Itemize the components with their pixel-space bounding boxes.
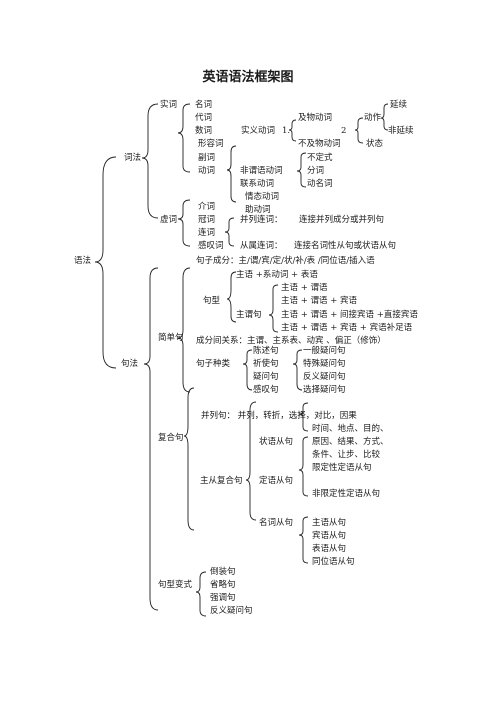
chengfen-guanxi: 成分间关系：主谓、主系表、动宾 、偏正（修饰）: [196, 336, 386, 346]
brace-lianci: [224, 217, 235, 247]
yanxu: 延续: [390, 100, 408, 110]
brace-root: [94, 156, 117, 369]
feiwei-item: 分词: [307, 166, 325, 176]
shici-item: 代词: [195, 113, 213, 123]
yiwen-item: 反义疑问句: [303, 372, 346, 382]
juzi-type: 感叹句: [253, 385, 279, 395]
juzi-type: 疑问句: [253, 372, 279, 382]
brace-shici: [177, 103, 191, 173]
node-xuci: 虚词: [160, 215, 178, 225]
node-jiandan: 简单句: [158, 333, 184, 343]
num-2: 2: [341, 126, 347, 136]
mingci-item: 主语从句: [312, 518, 347, 528]
brace-cifa: [141, 103, 159, 219]
congshu-lianci: 从属连词：: [240, 241, 283, 251]
yiwen-item: 特殊疑问句: [303, 359, 346, 369]
node-zhuangyu: 状语从句: [259, 437, 294, 447]
zhuwei-item: 主语 + 谓语: [281, 283, 328, 293]
zhuwei-item: 主语 + 谓语 + 宾语 + 宾语补足语: [281, 323, 413, 333]
brace-dongci: [226, 145, 237, 203]
zhuangtai: 状态: [366, 139, 384, 149]
brace-zhuwei: [268, 284, 279, 333]
node-dingyu: 定语从句: [259, 476, 294, 486]
node-feiwei: 非谓语动词: [240, 166, 283, 176]
brace-juxing: [226, 271, 237, 323]
brace-wuji: [354, 117, 364, 144]
mingci-item: 宾语从句: [312, 531, 347, 541]
lianxi-dongci: 联系动词: [240, 179, 275, 189]
shici-item: 数词: [195, 126, 213, 136]
brace-mingci: [298, 516, 309, 564]
xuci-item: 连词: [198, 228, 216, 238]
zhuangyu-item: 时间、地点、目的、: [312, 424, 389, 434]
node-mingci: 名词从句: [259, 518, 294, 528]
feiwei-item: 动名词: [307, 179, 333, 189]
binglieju: 并列句： 并列，转折，选择，对比，因果: [201, 411, 357, 421]
mingci-item: 表语从句: [312, 544, 347, 554]
zhuwei-item: 主语 + 谓语 + 宾语: [281, 296, 358, 306]
juzi-chengfen: 句子成分：主/谓/宾/定/状/补/表 /同位语/插入语: [196, 256, 375, 266]
xuci-item: 感叹词: [198, 241, 224, 251]
feiwei-item: 不定式: [307, 153, 333, 163]
brace-dongzuo: [380, 103, 389, 131]
brace-bianshi: [195, 571, 207, 617]
bianshi-item: 强调句: [210, 593, 236, 603]
brace-xuci: [177, 199, 191, 247]
brace-dingyu: [298, 436, 309, 497]
num-1: 1.: [282, 126, 291, 136]
binglie-lianci: 并列连词：: [240, 215, 283, 225]
node-jufa: 句法: [121, 359, 139, 369]
xuci-item: 冠词: [198, 215, 216, 225]
dongzuo: 动作: [364, 113, 382, 123]
brace-yiwen: [292, 349, 303, 391]
brace-feiwei: [296, 152, 307, 188]
zhuwei-item: 主语 + 谓语 + 间接宾语 +直接宾语: [281, 310, 418, 320]
node-zhucong: 主从复合句: [200, 476, 243, 486]
qingtai-dongci: 情态动词: [245, 192, 280, 202]
node-shiyi: 实义动词: [241, 126, 276, 136]
shici-item: 副词: [198, 153, 216, 163]
node-fuhe: 复合句: [158, 433, 184, 443]
node-shici: 实词: [160, 100, 178, 110]
brace-jiandan: [177, 267, 191, 393]
page-title: 英语语法框架图: [202, 70, 294, 85]
node-juxing: 句型: [203, 296, 221, 306]
node-zhuwei: 主谓句: [236, 310, 262, 320]
buji-dongci: 不及物动词: [298, 139, 341, 149]
juzi-type: 祈使句: [253, 359, 279, 369]
bianshi-item: 省略句: [210, 580, 236, 590]
binglie-desc: 连接并列成分或并列句: [299, 215, 385, 225]
shici-item-dongci: 动词: [198, 166, 216, 176]
mingci-item: 同位语从句: [312, 557, 355, 567]
congshu-desc: 连接名词性从句或状语从句: [294, 241, 397, 251]
node-zhonglei: 句子种类: [196, 359, 231, 369]
brace-jufa: [143, 267, 159, 611]
dingyu-item: 非限定性定语从句: [312, 489, 381, 499]
xuci-item: 介词: [198, 202, 216, 212]
yiwen-item: 选择疑问句: [303, 385, 346, 395]
juzi-type: 陈述句: [253, 346, 279, 356]
zhuangyu-item: 条件、让步、比较: [312, 450, 381, 460]
node-cifa: 词法: [124, 153, 142, 163]
zhu-dongci: 助动词: [245, 205, 271, 215]
bianshi-item: 反义疑问句: [210, 606, 253, 616]
shici-item: 名词: [195, 100, 213, 110]
feiyanxu: 非延续: [388, 126, 414, 136]
node-root: 语法: [74, 256, 92, 266]
node-bianshi: 句型变式: [158, 580, 193, 590]
zhuxibiao: 主语 +系动词 + 表语: [236, 270, 318, 280]
shici-item: 形容词: [198, 139, 224, 149]
bianshi-item: 倒装句: [210, 567, 236, 577]
wuji-dongci: 及物动词: [298, 113, 333, 123]
zhuangyu-item: 原因、结果、方式、: [312, 437, 389, 447]
dingyu-item: 限定性定语从句: [312, 463, 372, 473]
yiwen-item: 一般疑问句: [303, 346, 346, 356]
brace-fuhe: [183, 387, 195, 531]
brace-zhonglei: [242, 349, 253, 391]
